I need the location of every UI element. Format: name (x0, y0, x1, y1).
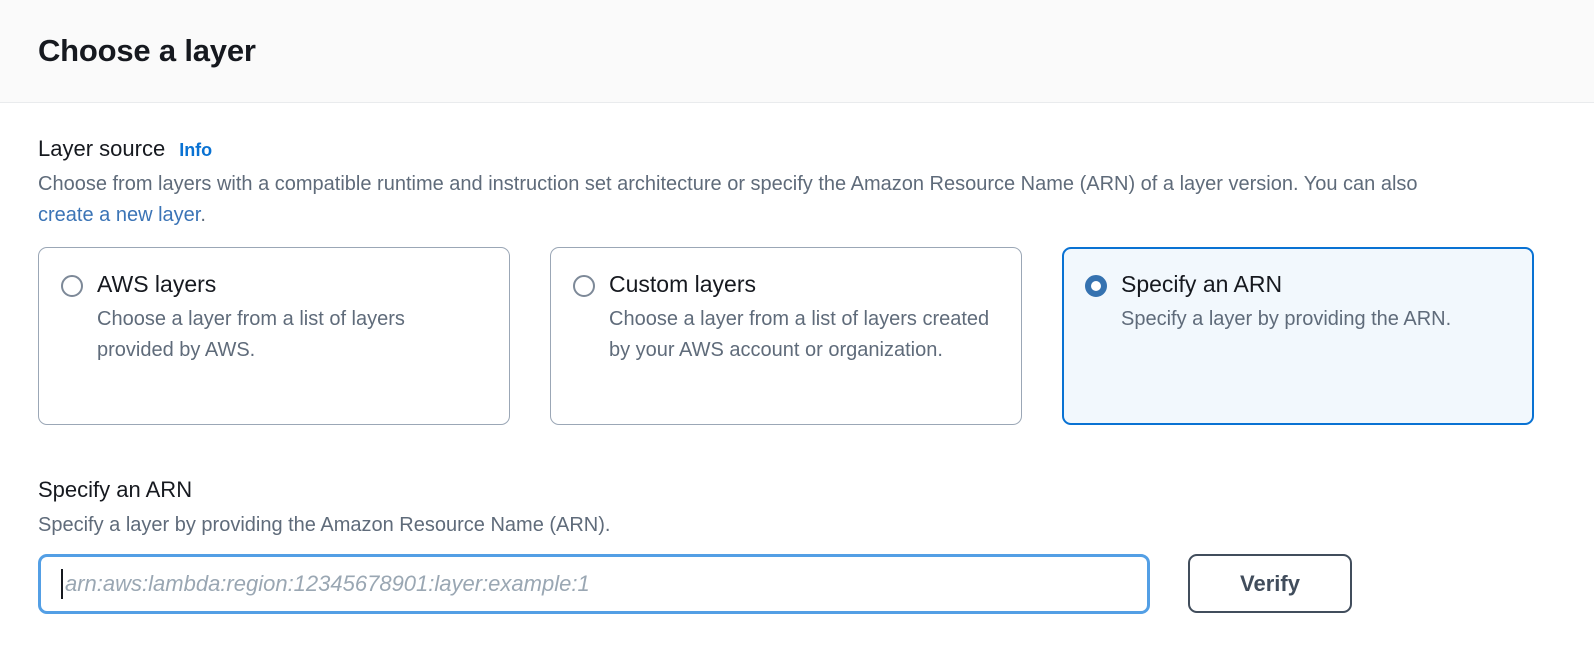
arn-input[interactable] (65, 567, 1133, 601)
radio-specify-an-arn[interactable] (1085, 275, 1107, 297)
tile-aws-layers-description: Choose a layer from a list of layers pro… (97, 308, 405, 361)
arn-input-wrapper[interactable] (38, 554, 1150, 614)
tile-aws-layers[interactable]: AWS layers Choose a layer from a list of… (38, 247, 510, 425)
layer-source-description: Choose from layers with a compatible run… (38, 169, 1478, 231)
text-cursor (61, 569, 63, 599)
specify-arn-section: Specify an ARN Specify a layer by provid… (38, 477, 1556, 614)
layer-source-label: Layer source (38, 136, 166, 161)
layer-source-description-text-1: Choose from layers with a compatible run… (38, 173, 1418, 195)
tile-aws-layers-text: AWS layers Choose a layer from a list of… (97, 270, 485, 366)
layer-source-description-text-2: . (200, 204, 206, 226)
specify-arn-description: Specify a layer by providing the Amazon … (38, 514, 611, 536)
layer-source-label-row: Layer source Info (38, 136, 1556, 162)
modal-body: Layer source Info Choose from layers wit… (0, 103, 1594, 614)
tile-custom-layers-description: Choose a layer from a list of layers cre… (609, 308, 990, 361)
tile-specify-an-arn-text: Specify an ARN Specify a layer by provid… (1121, 270, 1509, 335)
tile-specify-an-arn-title: Specify an ARN (1121, 271, 1283, 297)
radio-aws-layers[interactable] (61, 275, 83, 297)
radio-custom-layers[interactable] (573, 275, 595, 297)
tile-custom-layers-title: Custom layers (609, 271, 756, 297)
tile-aws-layers-title: AWS layers (97, 271, 217, 297)
create-a-new-layer-link[interactable]: create a new layer (38, 204, 201, 226)
specify-arn-input-row: Verify (38, 554, 1556, 614)
tile-custom-layers-text: Custom layers Choose a layer from a list… (609, 270, 997, 366)
verify-button[interactable]: Verify (1188, 554, 1352, 613)
tile-specify-an-arn-description: Specify a layer by providing the ARN. (1121, 308, 1452, 330)
layer-source-option-tiles: AWS layers Choose a layer from a list of… (38, 247, 1556, 425)
info-link[interactable]: Info (179, 140, 213, 160)
specify-arn-label: Specify an ARN (38, 477, 193, 502)
modal-header: Choose a layer (0, 0, 1594, 103)
page-title: Choose a layer (38, 33, 256, 68)
tile-specify-an-arn[interactable]: Specify an ARN Specify a layer by provid… (1062, 247, 1534, 425)
tile-custom-layers[interactable]: Custom layers Choose a layer from a list… (550, 247, 1022, 425)
